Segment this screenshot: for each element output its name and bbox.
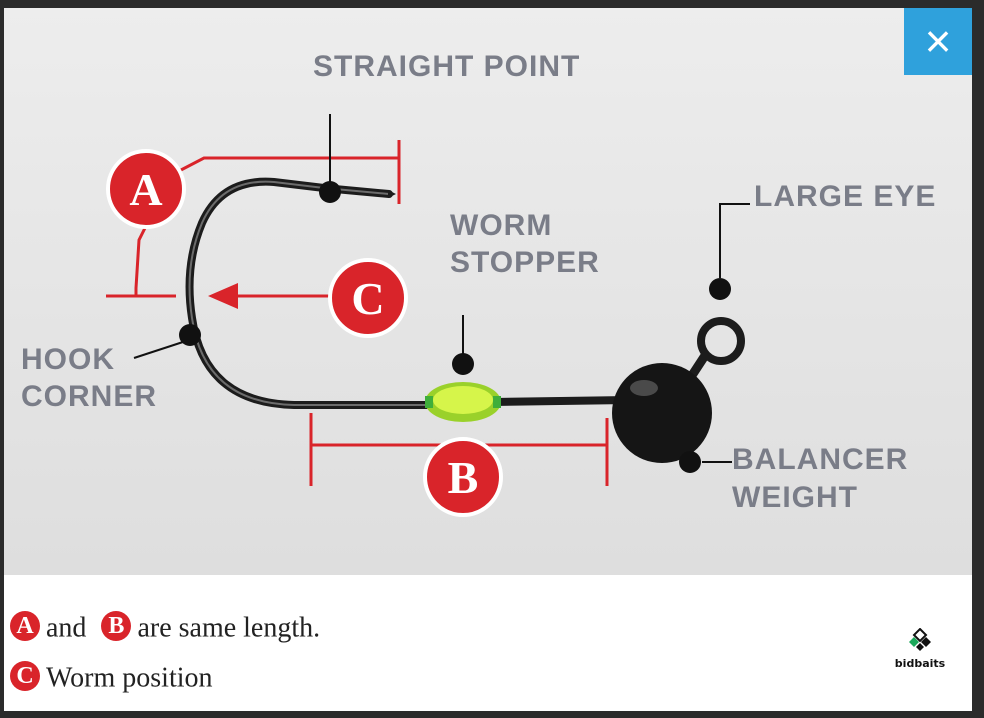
legend-and-text: and (46, 612, 87, 644)
image-frame: A C B STRAIGHT POINT WORM STOPPER LARGE … (4, 8, 972, 711)
diamond-logo-icon (909, 627, 931, 651)
legend-badge-b: B (101, 610, 132, 641)
arrow-c (208, 283, 334, 309)
close-button[interactable]: × (904, 8, 972, 75)
hook-diagram: A C B (106, 114, 750, 517)
legend-badge-c: C (10, 660, 40, 691)
label-balancer-line2: WEIGHT (732, 481, 858, 514)
label-hook-corner-line2: CORNER (21, 380, 158, 413)
hook-wire (185, 177, 630, 409)
marker-b-letter: B (448, 452, 479, 503)
label-worm-stopper-line2: STOPPER (450, 246, 600, 279)
label-worm-stopper-line1: WORM (450, 209, 553, 242)
marker-a-letter: A (129, 164, 162, 215)
brand-logo: bidbaits (890, 627, 950, 670)
brand-name: bidbaits (894, 657, 946, 670)
marker-c-letter: C (351, 273, 384, 324)
marker-c: C (328, 258, 408, 338)
marker-a: A (106, 149, 186, 229)
legend-same-length-text: are same length. (137, 612, 321, 644)
label-straight-point: STRAIGHT POINT (313, 50, 581, 83)
label-hook-corner-line1: HOOK (21, 343, 115, 376)
label-large-eye: LARGE EYE (754, 180, 937, 213)
legend-worm-position-text: Worm position (46, 662, 213, 694)
label-balancer-line1: BALANCER (732, 443, 909, 476)
hook-diagram-photo: A C B STRAIGHT POINT WORM STOPPER LARGE … (4, 8, 972, 575)
balancer-weight (612, 363, 712, 463)
legend-badge-a: A (10, 610, 40, 641)
large-eye (685, 317, 745, 383)
leader-lines (133, 114, 750, 473)
close-icon: × (924, 15, 952, 67)
marker-b: B (423, 437, 503, 517)
worm-stopper (425, 382, 501, 422)
